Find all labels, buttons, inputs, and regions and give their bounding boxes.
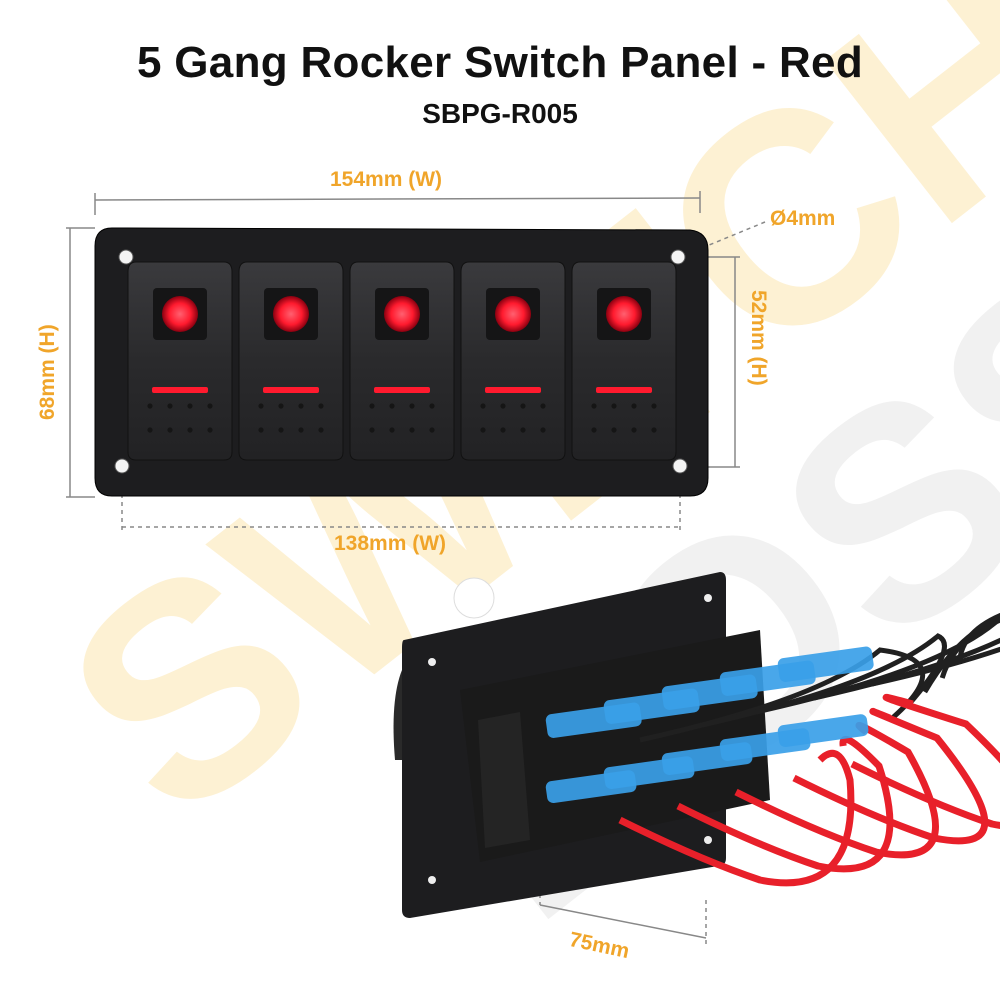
indicator-light-5: [606, 296, 642, 332]
red-wire-5: [850, 693, 1000, 829]
indicator-light-1: [162, 296, 198, 332]
indicator-light-2: [273, 296, 309, 332]
page-title: 5 Gang Rocker Switch Panel - Red: [136, 38, 864, 87]
rocker-switch-2[interactable]: [238, 261, 344, 461]
model-number: SBPG-R005: [422, 98, 578, 129]
indicator-light-3: [384, 296, 420, 332]
red-wire-2: [676, 735, 894, 873]
hole-diameter-label: Ø4mm: [770, 207, 836, 230]
red-wire-3: [734, 721, 939, 859]
hole-spacing-width-label: 138mm (W): [334, 532, 447, 555]
red-wire-4: [792, 707, 989, 845]
red-wire-1: [618, 749, 855, 887]
indicator-light-4: [495, 296, 531, 332]
rocker-switch-5[interactable]: [571, 261, 677, 461]
black-wire-5: [871, 612, 1000, 687]
blue-terminal-bottom-5: [777, 714, 869, 748]
rocker-switch-4[interactable]: [460, 261, 566, 461]
rocker-switch-1[interactable]: [127, 261, 233, 461]
rocker-switch-3[interactable]: [349, 261, 455, 461]
blue-terminal-top-5: [777, 646, 874, 682]
outer-width-label: 154mm (W): [330, 168, 443, 191]
